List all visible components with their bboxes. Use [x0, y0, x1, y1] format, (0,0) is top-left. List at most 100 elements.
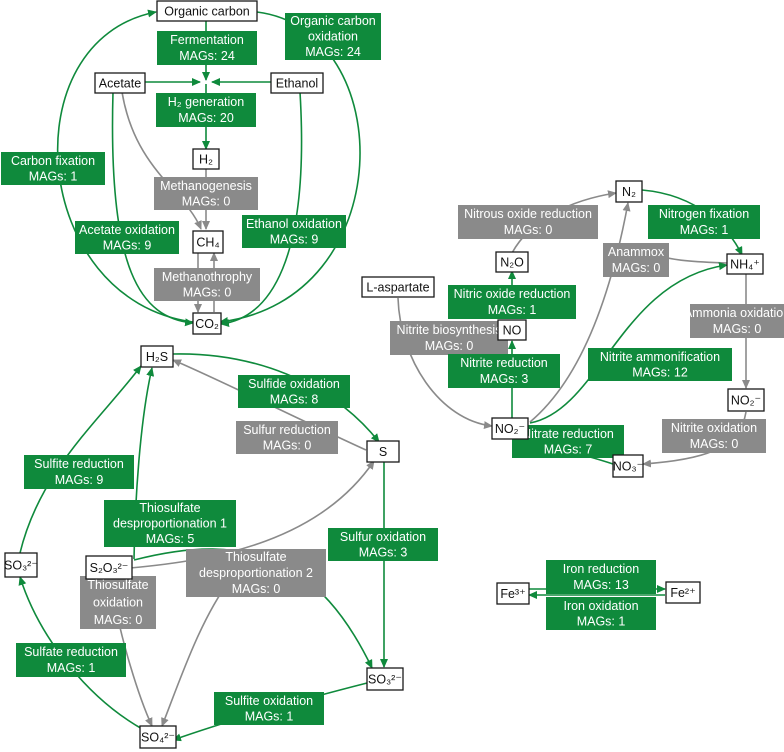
node-no2-right: NO₂⁻	[727, 388, 765, 412]
node-box	[192, 148, 220, 170]
edge-thiosulfate-to-s	[129, 460, 375, 569]
node-s: S	[366, 440, 400, 463]
process-mags-count: MAGs: 0	[612, 261, 661, 275]
process-mags-count: MAGs: 0	[183, 285, 232, 299]
process-box	[648, 205, 760, 239]
process-box	[186, 549, 326, 597]
process-mags-count: MAGs: 1	[680, 223, 729, 237]
edge-acetate-oxidation	[111, 91, 194, 327]
process-name: Anammox	[608, 245, 665, 259]
node-label: CO₂	[195, 317, 219, 331]
process-name: Sulfur reduction	[243, 423, 331, 437]
process-name: Iron oxidation	[563, 599, 638, 613]
process-mags-count: MAGs: 3	[480, 372, 529, 386]
process-name: Sulfur oxidation	[340, 530, 426, 544]
process-name: Fermentation	[170, 33, 244, 47]
process-name-line1: Organic carbon	[290, 14, 376, 28]
node-box	[192, 312, 222, 335]
process-mags-count: MAGs: 9	[270, 232, 319, 246]
process-name-line2: oxidation	[308, 30, 358, 44]
process-box	[104, 500, 236, 547]
node-box	[4, 552, 38, 578]
process-name: Nitric oxide reduction	[454, 287, 571, 301]
process-name: Nitrite oxidation	[671, 421, 757, 435]
node-label: Acetate	[99, 77, 141, 91]
node-no3: NO₃⁻	[612, 454, 644, 478]
process-box	[448, 354, 560, 388]
node-label: H₂S	[146, 350, 168, 364]
process-mags-count: MAGs: 9	[55, 473, 104, 487]
node-nh4: NH₄⁺	[726, 253, 764, 275]
node-label: SO₃²⁻	[4, 559, 38, 573]
process-box	[285, 13, 381, 60]
node-n2o: N₂O	[495, 251, 529, 273]
node-label: Organic carbon	[164, 5, 250, 19]
node-no: NO	[497, 319, 527, 341]
edge-methanogenesis-acetate	[121, 91, 202, 230]
process-mags-count: MAGs: 1	[488, 303, 537, 317]
node-box	[85, 555, 133, 580]
process-mags-count: MAGs: 0	[425, 339, 474, 353]
process-mags-count: MAGs: 12	[632, 365, 688, 379]
process-mags-count: MAGs: 0	[94, 613, 143, 627]
node-ethanol: Ethanol	[270, 72, 324, 94]
process-mags-count: MAGs: 8	[270, 392, 319, 406]
node-label: N₂	[622, 185, 636, 199]
process-box	[16, 643, 126, 677]
process-name-line2: desproportionation 1	[113, 517, 227, 531]
process-name: Ammonia oxidation	[684, 306, 784, 320]
node-acetate: Acetate	[94, 72, 146, 94]
process-mags-count: MAGs: 0	[713, 322, 762, 336]
node-label: NO	[503, 324, 522, 338]
node-box	[497, 319, 527, 341]
process-mags-count: MAGs: 3	[359, 545, 408, 559]
process-name: Iron reduction	[563, 562, 639, 576]
node-label: S	[379, 445, 387, 459]
node-fe2: Fe²⁺	[665, 581, 701, 604]
process-box	[458, 205, 598, 239]
process-box	[662, 419, 766, 453]
node-box	[192, 230, 224, 254]
node-label: Fe³⁺	[500, 587, 525, 601]
process-box	[448, 285, 576, 319]
process-box	[588, 348, 732, 381]
process-mags-count: MAGs: 7	[544, 442, 593, 456]
node-label: SO₃²⁻	[368, 673, 402, 687]
process-box	[690, 304, 784, 338]
process-box	[1, 152, 105, 185]
node-so4: SO₄²⁻	[139, 725, 177, 749]
node-box	[612, 454, 644, 478]
edge-anammox-from-no2	[529, 202, 631, 423]
process-mags-count: MAGs: 0	[504, 223, 553, 237]
process-name-line1: Thiosulfate	[87, 578, 148, 592]
edge-sulfite-reduction	[19, 365, 142, 554]
process-name: Sulfite reduction	[34, 457, 124, 471]
process-name: Nitrate reduction	[522, 427, 614, 441]
edge-nitrite-ammonification	[529, 262, 728, 424]
node-label: NO₂⁻	[495, 422, 525, 436]
node-box	[140, 345, 174, 368]
process-name: Nitrogen fixation	[659, 207, 749, 221]
process-name: Acetate oxidation	[79, 223, 175, 237]
process-mags-count: MAGs: 0	[690, 437, 739, 451]
process-name-line2: desproportionation 2	[199, 566, 313, 580]
node-n2: N₂	[615, 180, 643, 203]
process-mags-count: MAGs: 0	[182, 194, 231, 208]
process-box	[390, 321, 508, 355]
process-name: Sulfite oxidation	[225, 694, 313, 708]
process-box	[546, 597, 656, 630]
process-box	[156, 93, 256, 127]
node-label: N₂O	[500, 256, 524, 270]
process-box	[80, 576, 156, 629]
